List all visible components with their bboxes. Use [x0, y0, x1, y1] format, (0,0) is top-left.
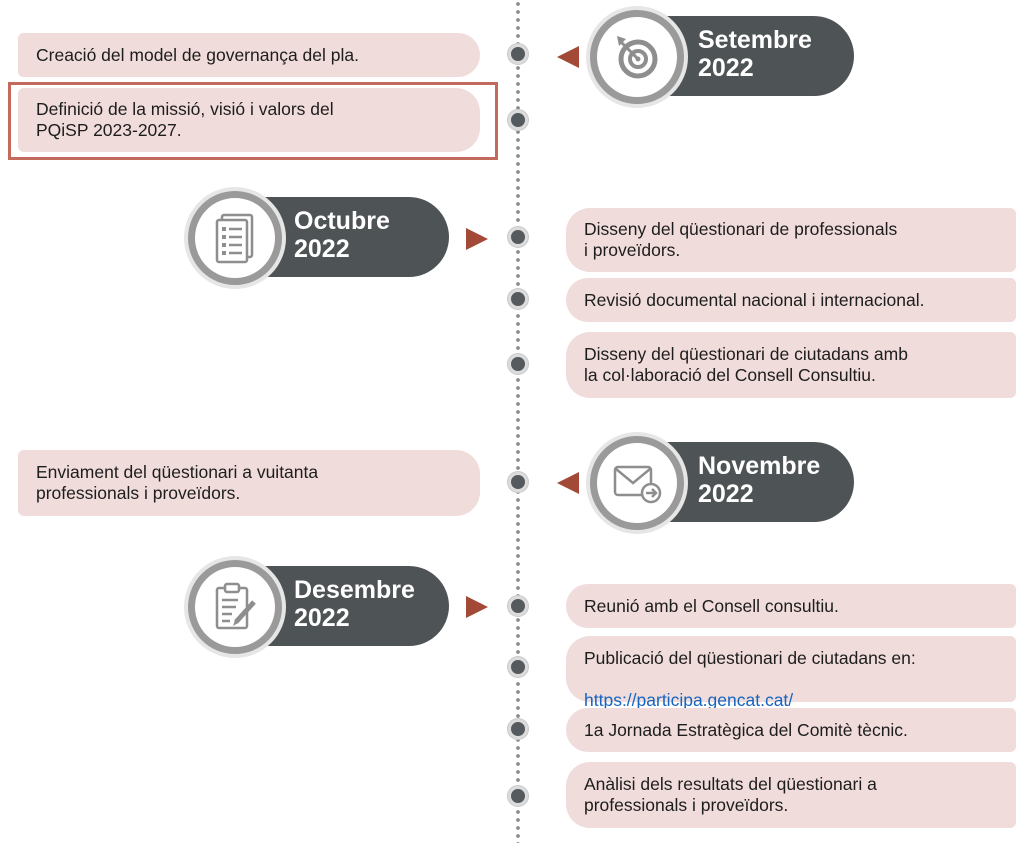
timeline-item: Reunió amb el Consell consultiu. [566, 584, 1016, 628]
item-text: Publicació del qüestionari de ciutadans … [584, 648, 916, 668]
month-year: 2022 [698, 54, 754, 82]
timeline-node [508, 657, 528, 677]
item-text: Creació del model de governança del pla. [36, 44, 359, 65]
timeline-node [508, 227, 528, 247]
month-name: Novembre [698, 452, 821, 480]
document-list-icon [215, 213, 254, 264]
month-badge-novembre [590, 436, 684, 530]
item-text: 1a Jornada Estratègica del Comitè tècnic… [584, 719, 908, 740]
timeline-item: Disseny del qüestionari de professionals… [566, 208, 1016, 272]
timeline-node [508, 289, 528, 309]
pointer-arrow [557, 472, 579, 494]
month-name: Octubre [294, 207, 390, 235]
month-year: 2022 [294, 604, 350, 632]
timeline-node [508, 719, 528, 739]
target-icon [617, 36, 658, 79]
item-text: Enviament del qüestionari a vuitanta pro… [36, 462, 319, 503]
timeline-node [508, 786, 528, 806]
timeline-item: 1a Jornada Estratègica del Comitè tècnic… [566, 708, 1016, 752]
month-badge-setembre [590, 10, 684, 104]
item-text: Disseny del qüestionari de professionals… [584, 219, 898, 260]
pointer-arrow [557, 46, 579, 68]
timeline-item: Creació del model de governança del pla. [18, 33, 480, 77]
pointer-arrow [466, 596, 488, 618]
timeline-item: Anàlisi dels resultats del qüestionari a… [566, 762, 1016, 828]
month-badge-desembre [188, 560, 282, 654]
timeline-node [508, 110, 528, 130]
timeline-node [508, 472, 528, 492]
highlight-box [8, 82, 498, 160]
item-text: Disseny del qüestionari de ciutadans amb… [584, 344, 908, 385]
month-year: 2022 [698, 480, 754, 508]
timeline-item: Disseny del qüestionari de ciutadans amb… [566, 332, 1016, 398]
month-badge-octubre [188, 191, 282, 285]
pointer-arrow [466, 228, 488, 250]
month-name: Setembre [698, 26, 812, 54]
timeline-item: Revisió documental nacional i internacio… [566, 278, 1016, 322]
envelope-icon [613, 465, 662, 504]
timeline-item: Enviament del qüestionari a vuitanta pro… [18, 450, 480, 516]
clipboard-edit-icon [215, 582, 256, 630]
item-text: Reunió amb el Consell consultiu. [584, 595, 839, 616]
timeline-node [508, 354, 528, 374]
item-text: Revisió documental nacional i internacio… [584, 289, 925, 310]
participa-link[interactable]: https://participa.gencat.cat/ [584, 690, 794, 710]
timeline-axis [516, 0, 520, 843]
month-name: Desembre [294, 576, 415, 604]
month-year: 2022 [294, 235, 350, 263]
item-text: Anàlisi dels resultats del qüestionari a… [584, 774, 877, 815]
item-text: Definició de la missió, visió i valors d… [36, 99, 334, 140]
timeline-node [508, 596, 528, 616]
timeline-item: Definició de la missió, visió i valors d… [18, 88, 480, 152]
timeline-node [508, 44, 528, 64]
timeline-item: Publicació del qüestionari de ciutadans … [566, 636, 1016, 710]
